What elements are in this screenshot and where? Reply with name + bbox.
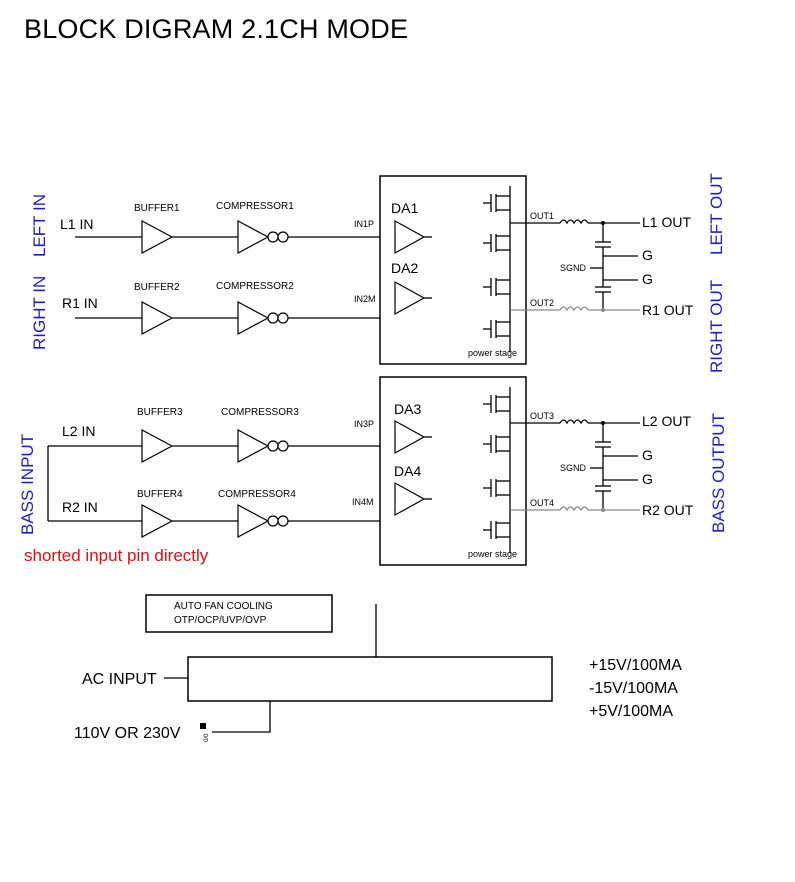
signal-wires — [47, 236, 380, 522]
power-supply-box — [187, 656, 553, 702]
right-out-label: RIGHT OUT — [707, 280, 726, 373]
power-stage-label-1: power stage — [468, 348, 517, 358]
amplifier-box-2 — [379, 376, 527, 566]
out-label-1: OUT1 — [530, 211, 554, 221]
amp-da1 — [394, 219, 426, 255]
protection-line-2: OTP/OCP/UVP/OVP — [174, 615, 267, 626]
amplifier-box-1 — [379, 175, 527, 365]
page-title: BLOCK DIGRAM 2.1CH MODE — [24, 14, 409, 44]
mains-label: 110V OR 230V — [74, 725, 181, 742]
out-label-4: OUT4 — [530, 498, 554, 508]
left-in-label: LEFT IN — [30, 194, 49, 257]
protection-box — [145, 594, 333, 633]
pin-label-in1p: IN1P — [354, 219, 374, 229]
shorted-input-note: shorted input pin directly — [24, 546, 209, 565]
amp-da4 — [394, 481, 426, 517]
output-label-r2: R2 OUT — [642, 502, 694, 518]
compressor-1 — [237, 220, 289, 254]
input-label-l1: L1 IN — [60, 216, 93, 232]
rail-label-2: -15V/100MA — [589, 680, 678, 697]
svg-text:0/0: 0/0 — [204, 733, 210, 742]
protection-line-1: AUTO FAN COOLING — [174, 601, 273, 612]
ground-label-2a: G — [642, 447, 653, 463]
sgnd-label-1: SGND — [560, 263, 587, 273]
left-out-label: LEFT OUT — [707, 173, 726, 255]
output-label-l2: L2 OUT — [642, 413, 691, 429]
compressor-label-2: COMPRESSOR2 — [216, 281, 294, 292]
right-in-label: RIGHT IN — [30, 276, 49, 350]
ground-label-2b: G — [642, 471, 653, 487]
buffer-2 — [141, 301, 174, 335]
power-stage-label-2: power stage — [468, 549, 517, 559]
compressor-label-1: COMPRESSOR1 — [216, 201, 294, 212]
out-label-3: OUT3 — [530, 411, 554, 421]
output-label-l1: L1 OUT — [642, 214, 691, 230]
mains-wire — [212, 701, 271, 733]
amp-da2 — [394, 280, 426, 316]
ground-label-1b: G — [642, 271, 653, 287]
input-label-l2: L2 IN — [62, 423, 95, 439]
power-stage-1 — [483, 186, 511, 352]
buffer-4 — [141, 504, 174, 538]
input-label-r2: R2 IN — [62, 499, 98, 515]
amp-label-da1: DA1 — [391, 200, 418, 216]
buffer-3 — [141, 429, 174, 463]
output-label-r1: R1 OUT — [642, 302, 694, 318]
rail-label-1: +15V/100MA — [589, 657, 682, 674]
power-stage-2 — [483, 387, 511, 553]
pin-label-in2m: IN2M — [354, 294, 376, 304]
amp-da3 — [394, 419, 426, 455]
ac-input-label: AC INPUT — [82, 671, 157, 688]
compressor-2 — [237, 301, 289, 335]
out-label-2: OUT2 — [530, 298, 554, 308]
compressor-4 — [237, 504, 289, 538]
ground-label-1a: G — [642, 247, 653, 263]
amp-label-da2: DA2 — [391, 260, 418, 276]
amp-label-da4: DA4 — [394, 463, 421, 479]
buffer-label-2: BUFFER2 — [134, 282, 180, 293]
buffer-1 — [141, 220, 174, 254]
sgnd-label-2: SGND — [560, 463, 587, 473]
bass-input-label: BASS INPUT — [18, 434, 37, 535]
buffer-label-3: BUFFER3 — [137, 407, 183, 418]
buffer-label-4: BUFFER4 — [137, 489, 183, 500]
rail-label-3: +5V/100MA — [589, 703, 673, 720]
mains-switch-icon: 0/0 — [200, 723, 210, 742]
compressor-label-3: COMPRESSOR3 — [221, 407, 299, 418]
pin-label-in4m: IN4M — [352, 497, 374, 507]
output-filter-2 — [510, 419, 640, 512]
bass-output-label: BASS OUTPUT — [709, 413, 728, 533]
amp-label-da3: DA3 — [394, 401, 421, 417]
buffer-label-1: BUFFER1 — [134, 203, 180, 214]
input-label-r1: R1 IN — [62, 295, 98, 311]
output-filter-1 — [510, 219, 640, 312]
compressor-3 — [237, 429, 289, 463]
pin-label-in3p: IN3P — [354, 419, 374, 429]
compressor-label-4: COMPRESSOR4 — [218, 489, 296, 500]
